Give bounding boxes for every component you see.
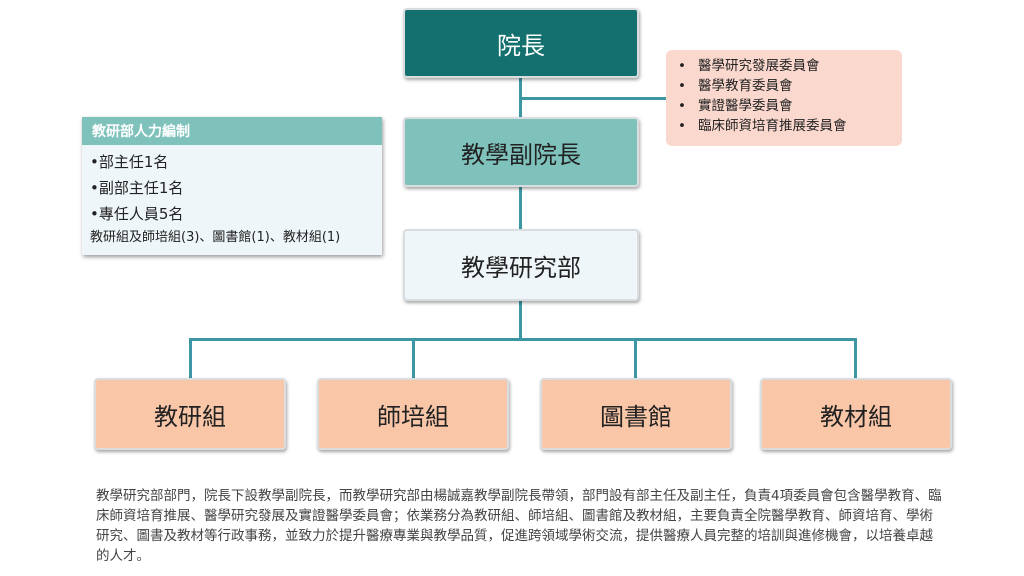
list-item: •醫學教育委員會 [678, 78, 793, 94]
connector-unit-1 [189, 338, 192, 378]
list-item: •副部主任1名 [90, 179, 184, 197]
list-item: •實證醫學委員會 [678, 98, 793, 114]
connector-unit-3 [634, 338, 637, 378]
node-department: 教學研究部 [403, 229, 639, 301]
node-dean: 院長 [403, 8, 639, 78]
list-item: •臨床師資培育推展委員會 [678, 118, 847, 134]
node-label: 教材組 [820, 402, 892, 431]
node-label: 圖書館 [600, 402, 672, 431]
connector-vice-dept [519, 187, 522, 229]
connector-unit-4 [854, 338, 857, 378]
node-label: 院長 [497, 31, 545, 60]
staffing-footer: 教研組及師培組(3)、圖書館(1)、教材組(1) [90, 230, 341, 245]
connector-unit-2 [412, 338, 415, 378]
connector-committees [519, 97, 667, 100]
node-label: 教學副院長 [461, 140, 581, 169]
committee-list: •醫學研究發展委員會 •醫學教育委員會 •實證醫學委員會 •臨床師資培育推展委員… [666, 50, 902, 146]
node-label: 師培組 [377, 402, 449, 431]
node-vice-dean: 教學副院長 [403, 117, 639, 187]
connector-bus [189, 338, 856, 341]
node-unit-library: 圖書館 [540, 378, 732, 450]
node-unit-research: 教研組 [94, 378, 286, 450]
node-label: 教學研究部 [461, 253, 581, 282]
description-paragraph: 教學研究部部門，院長下設教學副院長，而教學研究部由楊誠嘉教學副院長帶領，部門設有… [96, 488, 942, 564]
list-item: •醫學研究發展委員會 [678, 58, 820, 74]
staffing-panel: 教研部人力編制 •部主任1名 •副部主任1名 •專任人員5名 教研組及師培組(3… [82, 117, 382, 255]
node-label: 教研組 [154, 402, 226, 431]
connector-dept-bus [519, 301, 522, 339]
list-item: •部主任1名 [90, 153, 169, 171]
node-unit-materials: 教材組 [760, 378, 952, 450]
staffing-title: 教研部人力編制 [82, 117, 382, 145]
list-item: •專任人員5名 [90, 205, 184, 223]
node-unit-faculty: 師培組 [317, 378, 509, 450]
